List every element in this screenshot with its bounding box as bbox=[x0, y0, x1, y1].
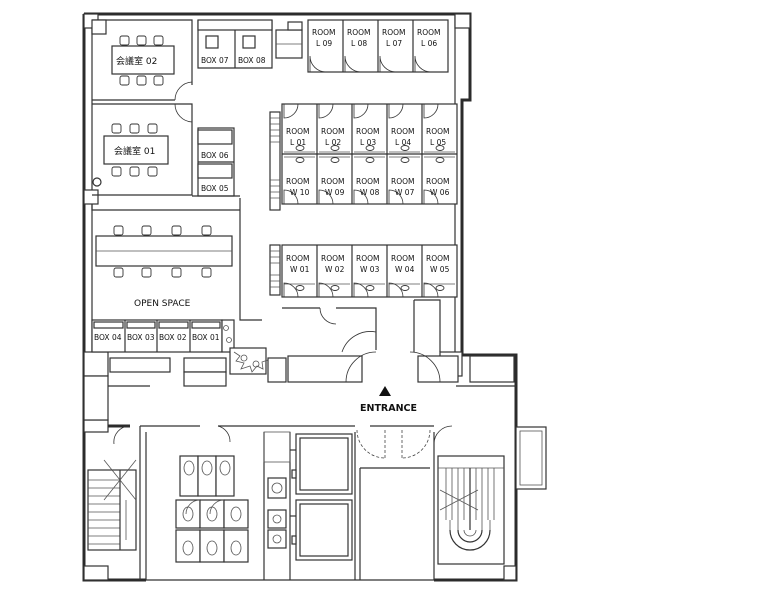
svg-text:ROOM: ROOM bbox=[426, 177, 450, 186]
lobby-furniture bbox=[83, 351, 516, 421]
svg-text:ROOM: ROOM bbox=[286, 127, 310, 136]
room-w07: ROOM W 07 bbox=[391, 177, 415, 197]
svg-text:W 02: W 02 bbox=[325, 265, 345, 274]
phone-boxes-top: BOX 07 BOX 08 bbox=[197, 19, 303, 69]
restrooms bbox=[175, 431, 291, 563]
room-w06: ROOM W 06 bbox=[426, 177, 450, 197]
svg-text:ROOM: ROOM bbox=[356, 127, 380, 136]
svg-text:W 07: W 07 bbox=[395, 188, 415, 197]
service-area bbox=[356, 429, 431, 580]
room-l03: ROOM L 03 bbox=[356, 127, 380, 147]
rooms-w-bottom: ROOM W 01 ROOM W 02 ROOM W 03 ROOM W 04 ROOM… bbox=[269, 244, 458, 298]
box-08-label: BOX 08 bbox=[238, 56, 266, 65]
box-04-label: BOX 04 bbox=[94, 333, 122, 342]
svg-text:W 09: W 09 bbox=[325, 188, 345, 197]
desks-mid bbox=[284, 145, 455, 163]
meeting-room-01: 会議室 01 bbox=[92, 103, 193, 196]
room-l02: ROOM L 02 bbox=[321, 127, 345, 147]
svg-text:W 06: W 06 bbox=[430, 188, 450, 197]
svg-text:ROOM: ROOM bbox=[426, 127, 450, 136]
elevators bbox=[290, 433, 353, 561]
room-w01: ROOM W 01 bbox=[286, 254, 310, 274]
svg-text:ROOM: ROOM bbox=[286, 254, 310, 263]
room-l06: ROOM L 06 bbox=[417, 28, 441, 48]
svg-text:ROOM: ROOM bbox=[321, 177, 345, 186]
svg-text:ROOM: ROOM bbox=[286, 177, 310, 186]
room-l05: ROOM L 05 bbox=[426, 127, 450, 147]
svg-text:ROOM: ROOM bbox=[417, 28, 441, 37]
svg-text:ROOM: ROOM bbox=[347, 28, 371, 37]
box-01-label: BOX 01 bbox=[192, 333, 220, 342]
box-02-label: BOX 02 bbox=[159, 333, 187, 342]
room-l01: ROOM L 01 bbox=[286, 127, 310, 147]
entrance-label: ENTRANCE bbox=[360, 403, 417, 414]
svg-text:W 03: W 03 bbox=[360, 265, 380, 274]
entrance-arrow-icon bbox=[379, 386, 391, 396]
room-w03: ROOM W 03 bbox=[356, 254, 380, 274]
phone-boxes-bottom: BOX 04 BOX 03 BOX 02 BOX 01 bbox=[91, 319, 269, 375]
room-w09: ROOM W 09 bbox=[321, 177, 345, 197]
room-w05: ROOM W 05 bbox=[426, 254, 450, 274]
meeting-room-01-label: 会議室 01 bbox=[114, 145, 155, 157]
exterior-walls bbox=[82, 12, 547, 582]
plant-planter bbox=[221, 319, 269, 375]
svg-text:W 01: W 01 bbox=[290, 265, 310, 274]
svg-text:ROOM: ROOM bbox=[391, 127, 415, 136]
svg-text:L 07: L 07 bbox=[386, 39, 402, 48]
box-07-label: BOX 07 bbox=[201, 56, 229, 65]
svg-text:L 05: L 05 bbox=[430, 138, 446, 147]
svg-text:ROOM: ROOM bbox=[312, 28, 336, 37]
svg-text:L 02: L 02 bbox=[325, 138, 341, 147]
core-walls bbox=[108, 424, 453, 581]
meeting-room-02-label: 会議室 02 bbox=[116, 55, 157, 67]
svg-text:ROOM: ROOM bbox=[391, 254, 415, 263]
svg-text:ROOM: ROOM bbox=[356, 177, 380, 186]
svg-text:L 01: L 01 bbox=[290, 138, 306, 147]
room-w08: ROOM W 08 bbox=[356, 177, 380, 197]
room-l04: ROOM L 04 bbox=[391, 127, 415, 147]
meeting-room-02: 会議室 02 bbox=[91, 19, 193, 101]
box-06-label: BOX 06 bbox=[201, 151, 229, 160]
rooms-l-top: ROOM L 09 ROOM L 08 ROOM L 07 ROOM L 06 bbox=[307, 19, 449, 73]
svg-text:L 08: L 08 bbox=[351, 39, 367, 48]
left-stair bbox=[87, 459, 137, 551]
svg-text:W 04: W 04 bbox=[395, 265, 415, 274]
rooms-mid-block: ROOM L 01 ROOM L 02 ROOM L 03 ROOM L 04 ROOM… bbox=[269, 103, 458, 211]
open-space: OPEN SPACE bbox=[91, 204, 240, 309]
svg-text:ROOM: ROOM bbox=[391, 177, 415, 186]
svg-text:L 09: L 09 bbox=[316, 39, 332, 48]
svg-text:W 08: W 08 bbox=[360, 188, 380, 197]
open-space-label: OPEN SPACE bbox=[134, 299, 191, 309]
box-03-label: BOX 03 bbox=[127, 333, 155, 342]
svg-text:L 06: L 06 bbox=[421, 39, 437, 48]
svg-text:L 03: L 03 bbox=[360, 138, 376, 147]
corridor-walls bbox=[239, 198, 441, 353]
svg-text:ROOM: ROOM bbox=[426, 254, 450, 263]
right-stair bbox=[437, 455, 505, 565]
svg-text:W 05: W 05 bbox=[430, 265, 450, 274]
svg-text:W 10: W 10 bbox=[290, 188, 310, 197]
svg-text:L 04: L 04 bbox=[395, 138, 411, 147]
phone-boxes-mid: BOX 06 BOX 05 bbox=[192, 127, 240, 197]
room-w10: ROOM W 10 bbox=[286, 177, 310, 197]
room-w04: ROOM W 04 bbox=[391, 254, 415, 274]
room-l09: ROOM L 09 bbox=[312, 28, 336, 48]
svg-text:ROOM: ROOM bbox=[382, 28, 406, 37]
svg-text:ROOM: ROOM bbox=[356, 254, 380, 263]
room-w02: ROOM W 02 bbox=[321, 254, 345, 274]
room-l08: ROOM L 08 bbox=[347, 28, 371, 48]
svg-text:ROOM: ROOM bbox=[321, 254, 345, 263]
room-l07: ROOM L 07 bbox=[382, 28, 406, 48]
svg-text:ROOM: ROOM bbox=[321, 127, 345, 136]
box-05-label: BOX 05 bbox=[201, 184, 229, 193]
entrance: ENTRANCE bbox=[360, 386, 417, 414]
